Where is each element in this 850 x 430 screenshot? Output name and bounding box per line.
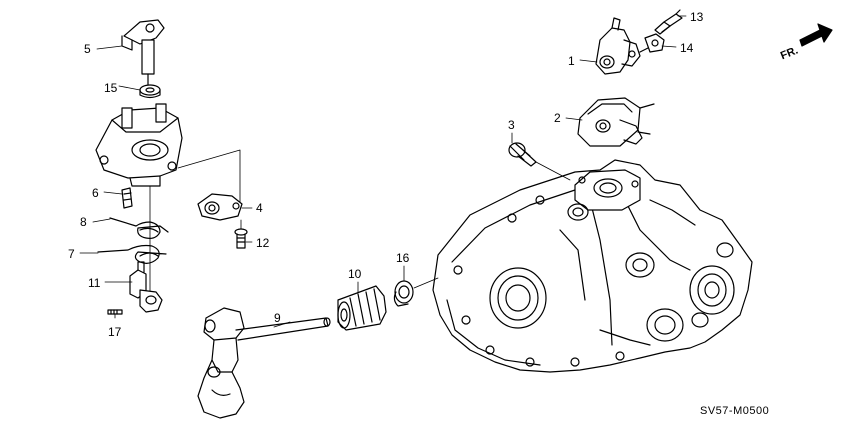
part-10-boot bbox=[337, 285, 387, 331]
callout-4: 4 bbox=[256, 201, 263, 215]
part-6-bolt bbox=[121, 187, 133, 209]
callout-12: 12 bbox=[256, 236, 270, 250]
part-7-spring bbox=[97, 244, 167, 264]
part-8-spring bbox=[109, 217, 169, 239]
part-16-seal bbox=[393, 280, 414, 307]
part-9-shift-rod bbox=[197, 307, 331, 419]
callout-3: 3 bbox=[508, 118, 515, 132]
callout-1: 1 bbox=[568, 54, 575, 68]
callout-13: 13 bbox=[690, 10, 704, 24]
part-17-pin bbox=[107, 309, 123, 315]
part-1-lever-bracket bbox=[595, 17, 653, 75]
callout-8: 8 bbox=[80, 215, 87, 229]
callout-6: 6 bbox=[92, 186, 99, 200]
front-direction-arrow bbox=[799, 23, 833, 47]
callout-17: 17 bbox=[108, 325, 122, 339]
callout-16: 16 bbox=[396, 251, 410, 265]
callout-5: 5 bbox=[84, 42, 91, 56]
callout-2: 2 bbox=[554, 111, 561, 125]
callout-15: 15 bbox=[104, 81, 118, 95]
part-12-bolt bbox=[234, 219, 248, 249]
callout-7: 7 bbox=[68, 247, 75, 261]
callout-9: 9 bbox=[274, 311, 281, 325]
callout-10: 10 bbox=[348, 267, 362, 281]
callout-leaders bbox=[79, 15, 687, 328]
part-15-washer bbox=[139, 84, 161, 99]
callout-11: 11 bbox=[88, 276, 101, 290]
transmission-case bbox=[432, 159, 753, 373]
part-5-arm bbox=[121, 19, 165, 87]
drawing-code: SV57-M0500 bbox=[700, 405, 769, 417]
callout-labels: 5 15 6 8 7 11 17 4 12 9 10 16 3 2 1 13 1… bbox=[68, 10, 800, 417]
part-11-lever bbox=[129, 261, 163, 313]
direction-label: FR. bbox=[779, 44, 800, 62]
part-3-bolt bbox=[508, 142, 571, 181]
part-2-shift-holder bbox=[577, 97, 655, 147]
shift-lever-housing bbox=[95, 103, 183, 187]
callout-14: 14 bbox=[680, 41, 694, 55]
part-13-bolt bbox=[654, 9, 683, 35]
part-4-guide bbox=[197, 193, 243, 221]
part-14-clip bbox=[644, 33, 665, 53]
